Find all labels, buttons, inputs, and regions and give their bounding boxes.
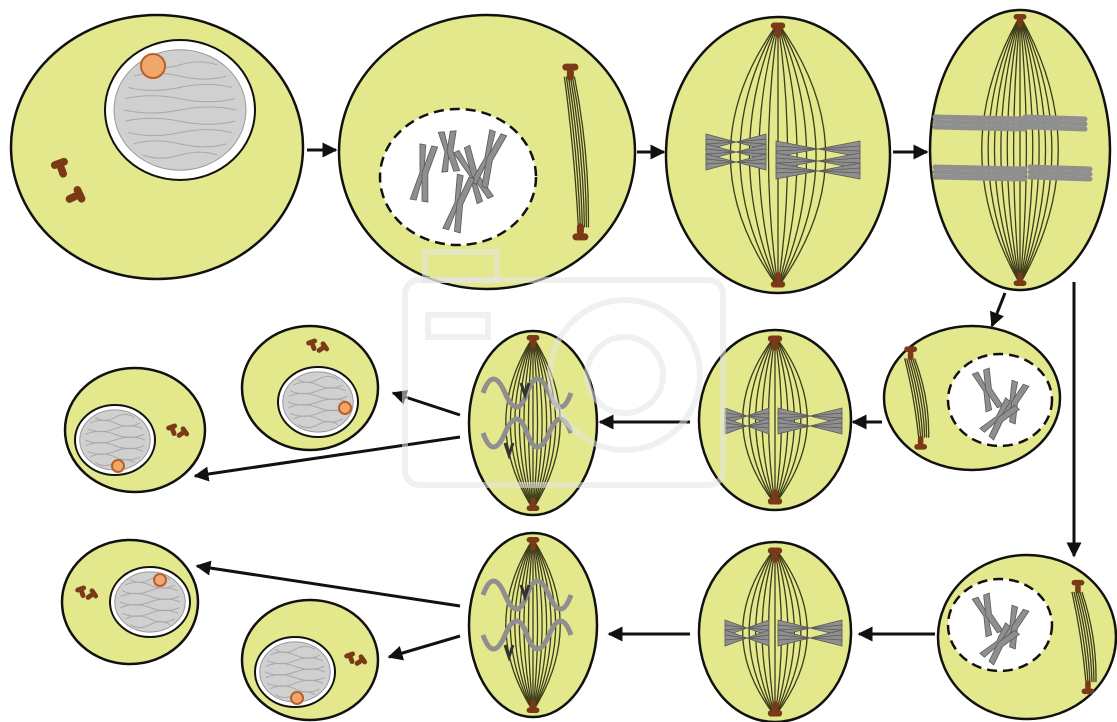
- cell-prophase-2b: [938, 555, 1116, 719]
- chromatid-group: [1025, 117, 1085, 129]
- cell-daughter-4: [242, 600, 378, 720]
- cell-anaphase-2b: [469, 533, 597, 717]
- cell-daughter-1: [242, 326, 378, 450]
- arrow-anaphase-2b-to-daughter-4: [389, 636, 460, 657]
- chromatid-group: [935, 167, 1025, 179]
- nuclear-envelope: [948, 354, 1052, 446]
- chromatid-group: [1030, 167, 1090, 179]
- cell-metaphase-2b: [699, 542, 851, 722]
- cell-metaphase-1: [666, 17, 890, 293]
- cell-daughter-2: [65, 368, 205, 492]
- cell-anaphase-1: [930, 10, 1110, 290]
- cells-layer: [11, 10, 1116, 722]
- cell-daughter-3: [62, 540, 198, 664]
- cell-interphase: [11, 15, 303, 279]
- nucleolus: [112, 460, 124, 472]
- chromatid-group: [935, 117, 1025, 129]
- nuclear-envelope: [948, 579, 1052, 671]
- arrow-anaphase-1-to-prophase-2a: [992, 293, 1005, 326]
- nucleolus: [339, 402, 351, 414]
- nucleolus: [141, 54, 165, 78]
- cell-prophase-1: [339, 15, 635, 289]
- cell-prophase-2a: [884, 326, 1060, 470]
- arrow-anaphase-2b-to-daughter-3: [197, 566, 460, 606]
- nucleolus: [291, 692, 303, 704]
- nucleolus: [154, 574, 166, 586]
